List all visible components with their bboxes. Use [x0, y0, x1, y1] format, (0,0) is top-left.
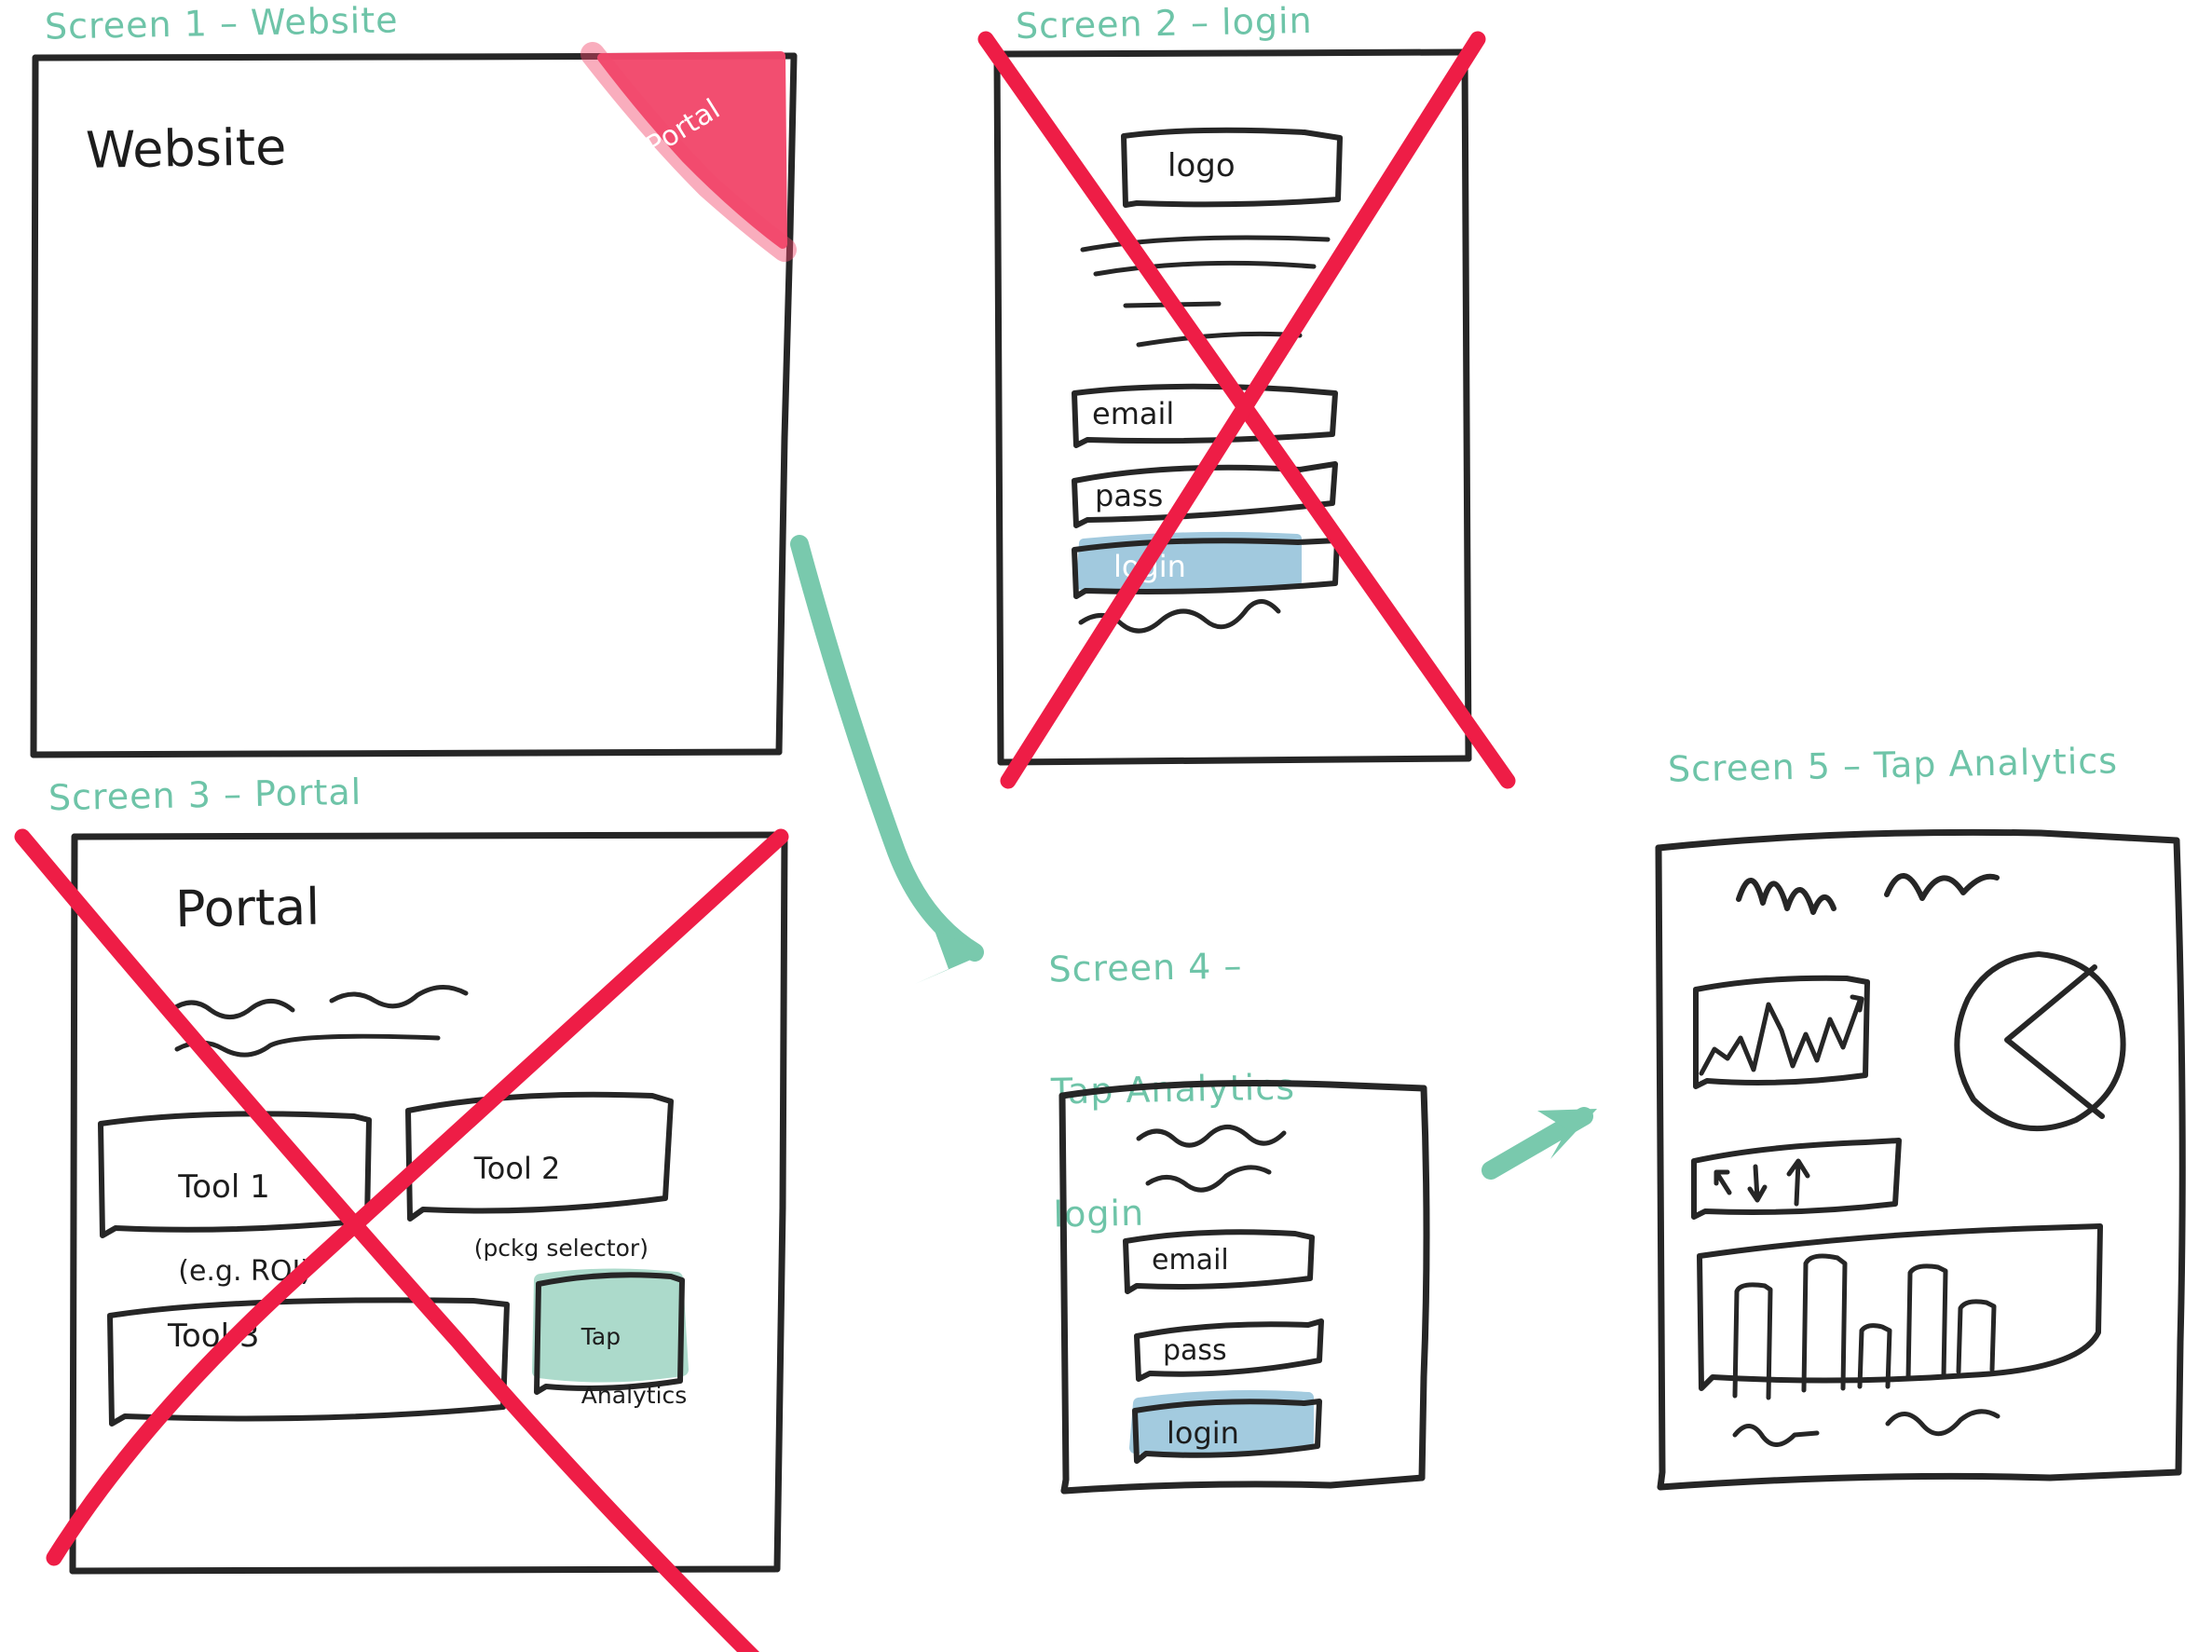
- tool-3-card[interactable]: [101, 1288, 511, 1429]
- screen-2-label: Screen 2 – login: [1015, 0, 1314, 48]
- screen-4-password-field[interactable]: [1129, 1316, 1330, 1383]
- sticky-line-1: Tap: [580, 1323, 621, 1351]
- tool-1-line-1: Tool 1: [178, 1168, 270, 1207]
- screen-4-label-line-1: Screen 4 –: [1048, 945, 1243, 990]
- screen-4-password-value: pass: [1163, 1334, 1227, 1367]
- tool-2-line-1: Tool 2: [473, 1150, 561, 1186]
- screen-5-frame: [1649, 820, 2190, 1491]
- screen-1-label: Screen 1 – Website: [44, 0, 399, 48]
- kpi-arrows-widget[interactable]: [1688, 1138, 1902, 1224]
- screen-3-label: Screen 3 – Portal: [48, 771, 362, 819]
- screen-4-frame: [1051, 1070, 1442, 1498]
- screen-2-login-button-label: login: [1113, 549, 1186, 584]
- portal-title: Portal: [174, 877, 321, 939]
- screen-2-email-value: email: [1092, 396, 1175, 431]
- screen-2-logo-label: logo: [1167, 147, 1236, 184]
- pie-chart-widget[interactable]: [1946, 947, 2128, 1132]
- tool-1-line-2: (e.g. ROI): [178, 1254, 312, 1288]
- tap-analytics-sticky-label: Tap Analytics: [552, 1293, 688, 1439]
- bar-chart-widget[interactable]: [1688, 1221, 2117, 1444]
- screen-2-password-value: pass: [1095, 478, 1164, 513]
- screen-4-email-value: email: [1152, 1244, 1229, 1277]
- tool-3-label: Tool 3: [168, 1318, 260, 1355]
- screen-4-email-field[interactable]: [1118, 1222, 1318, 1294]
- screen-5-label: Screen 5 – Tap Analytics: [1667, 740, 2119, 790]
- line-chart-widget[interactable]: [1688, 969, 1882, 1089]
- website-title: Website: [85, 117, 287, 180]
- screen-4-login-button-label: login: [1167, 1415, 1239, 1451]
- tool-2-line-2: (pckg selector): [473, 1234, 649, 1262]
- screen-4-login-button[interactable]: [1127, 1394, 1328, 1464]
- screen-2-login-button[interactable]: [1067, 533, 1342, 600]
- sticky-line-2: Analytics: [580, 1381, 688, 1409]
